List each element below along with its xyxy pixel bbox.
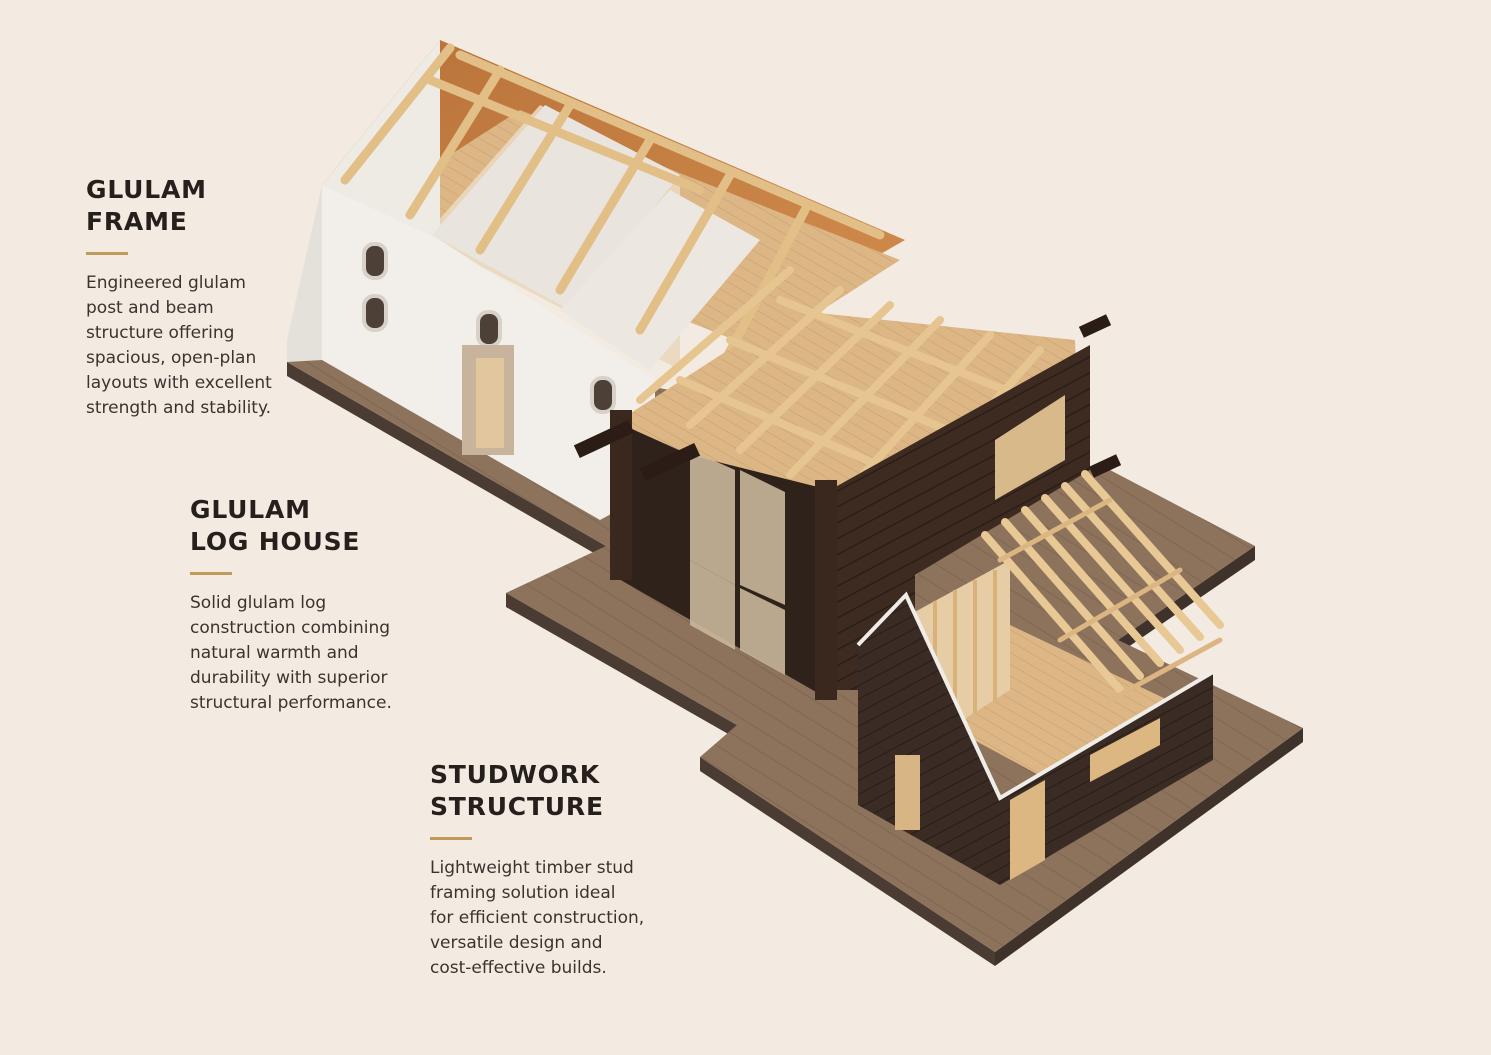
glulam-log-house-section: GLULAM LOG HOUSE Solid glulam log constr… — [190, 494, 430, 716]
glulam-log-house-title: GLULAM LOG HOUSE — [190, 495, 361, 556]
studwork-structure-section: STUDWORK STRUCTURE Lightweight timber st… — [430, 759, 680, 981]
glulam-log-house — [573, 266, 1122, 700]
glulam-frame-title: GLULAM FRAME — [86, 175, 207, 236]
glulam-log-house-description: Solid glulam log construction combining … — [190, 593, 392, 713]
studwork-structure-description: Lightweight timber stud framing solution… — [430, 858, 645, 978]
accent-rule — [190, 572, 232, 575]
studwork-structure-title: STUDWORK STRUCTURE — [430, 760, 604, 821]
glulam-frame-section: GLULAM FRAME Engineered glulam post and … — [86, 174, 326, 421]
accent-rule — [86, 252, 128, 255]
glulam-frame-building — [287, 40, 905, 520]
glulam-frame-description: Engineered glulam post and beam structur… — [86, 273, 272, 418]
studwork-structure — [856, 470, 1224, 885]
accent-rule — [430, 837, 472, 840]
